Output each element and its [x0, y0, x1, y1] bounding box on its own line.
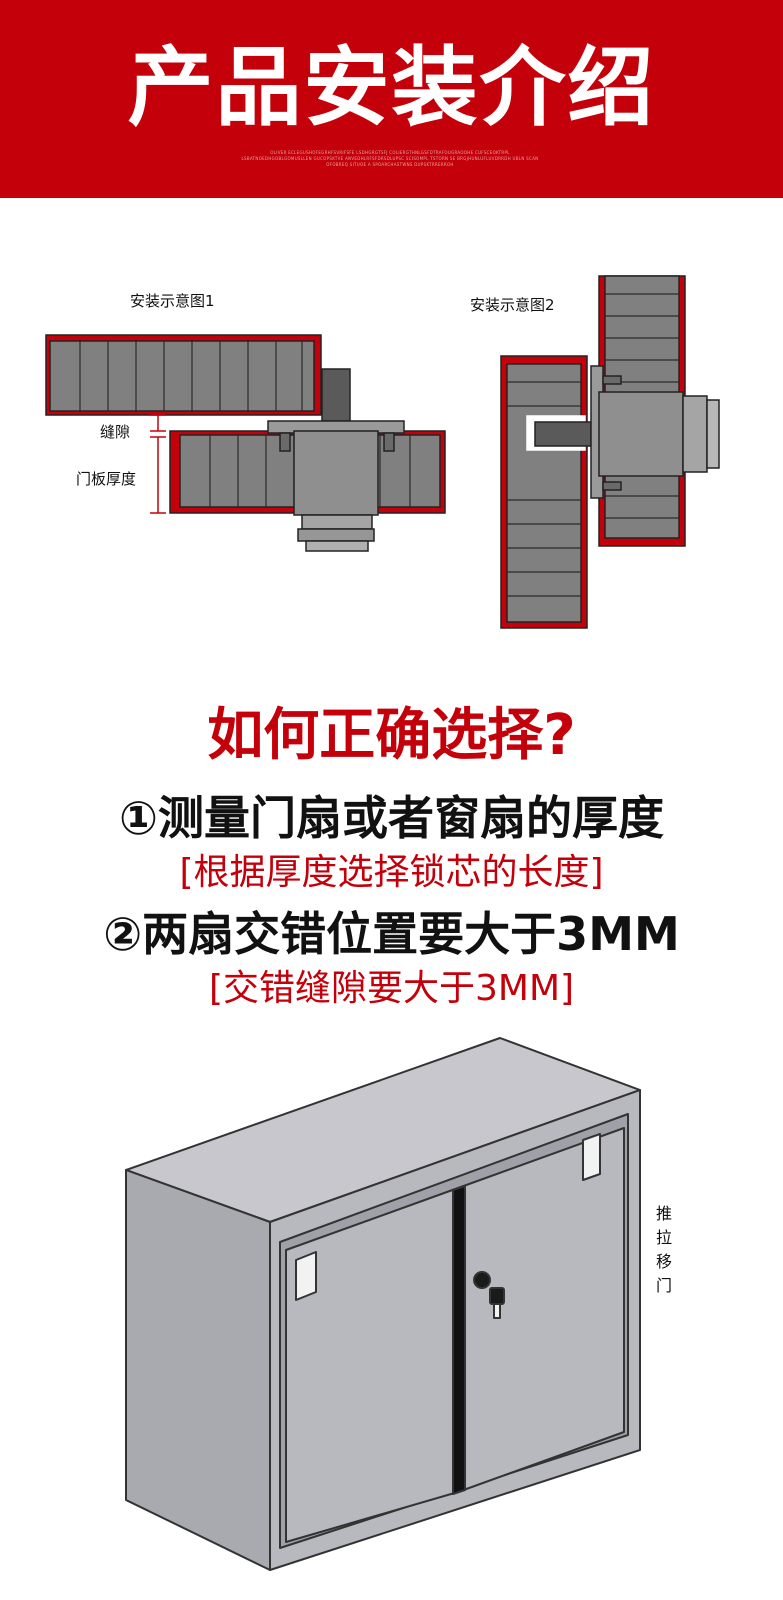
- gap-label: 缝隙: [100, 423, 131, 441]
- sliding-door-cabinet-illustration: [125, 1037, 641, 1571]
- banner-title: 产品安装介绍: [127, 38, 656, 138]
- installation-diagram-2: [500, 275, 720, 629]
- thickness-label: 门板厚度: [76, 470, 137, 488]
- guide-point-2: ②两扇交错位置要大于3MM: [103, 907, 680, 961]
- guide-point-1-note: [根据厚度选择锁芯的长度]: [179, 852, 604, 893]
- diagram2-caption: 安装示意图2: [470, 296, 555, 314]
- guide-point-2-note: [交错缝隙要大于3MM]: [208, 968, 575, 1009]
- diagram1-caption: 安装示意图1: [130, 292, 215, 310]
- banner-fine-print: OLIVER ECLEGUSHOFEGRHFSVRIFSFE LSDHGRGTS…: [241, 150, 539, 167]
- sliding-door-label: 推拉移门: [655, 1204, 672, 1295]
- guide-point-1: ①测量门扇或者窗扇的厚度: [119, 791, 664, 845]
- installation-diagram-1: [45, 334, 446, 552]
- header-banner: 产品安装介绍 OLIVER ECLEGUSHOFEGRHFSVRIFSFE LS…: [0, 0, 783, 198]
- guide-heading: 如何正确选择?: [207, 703, 576, 768]
